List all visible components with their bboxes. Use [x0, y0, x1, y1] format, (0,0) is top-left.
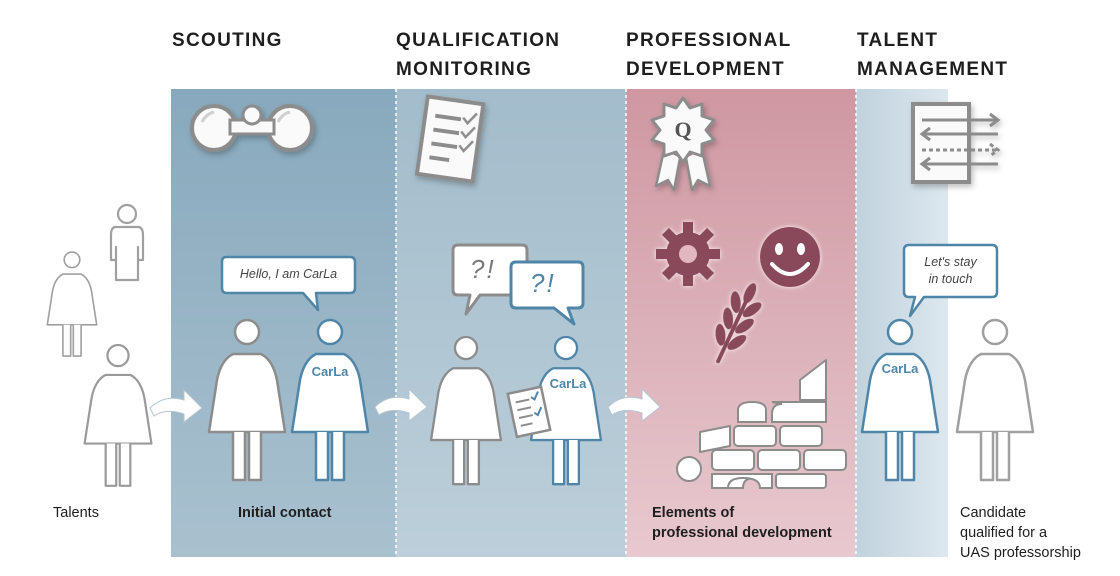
qualified-candidate-figure [955, 318, 1035, 482]
smiley-icon [760, 227, 820, 287]
question-bubble-right [509, 260, 585, 326]
professional-caption: Elements of professional development [652, 505, 832, 541]
talents-caption: Talents [53, 505, 99, 521]
small-checklist-icon [506, 385, 552, 439]
hello-bubble-text: Hello, I am CarLa [239, 267, 338, 281]
talent-figure-man [109, 203, 145, 282]
candidate-caption: Candidate qualified for a UAS professors… [960, 505, 1081, 561]
phase-heading-talent: TALENT MANAGEMENT [857, 30, 1009, 80]
carla-shirt-label: CarLa [311, 364, 349, 379]
stay-bubble-text: Let's stay in touch [924, 255, 977, 286]
carla-shirt-label: CarLa [881, 361, 919, 376]
checklist-icon [414, 94, 486, 184]
question-marks-blue: ?! [530, 268, 556, 298]
gear-icon [656, 222, 720, 286]
scouting-band [171, 89, 396, 557]
phase-heading-qualification: QUALIFICATION MONITORING [396, 30, 561, 80]
phase-heading-professional: PROFESSIONAL DEVELOPMENT [626, 30, 792, 80]
exchange-arrows-icon [911, 102, 1001, 184]
hello-speech-bubble [220, 255, 357, 312]
talent-figure-woman [83, 343, 153, 487]
badge-letter: Q [674, 117, 692, 142]
phase-heading-scouting: SCOUTING [172, 30, 283, 51]
stay-speech-bubble [902, 243, 999, 318]
binoculars-icon [190, 104, 314, 152]
quality-badge-icon [650, 96, 716, 192]
building-blocks-icon [676, 359, 847, 489]
question-bubble-left [451, 243, 529, 316]
talent-figure-small-woman [46, 251, 98, 357]
question-marks-grey: ?! [470, 254, 496, 284]
carla-shirt-label: CarLa [549, 376, 587, 391]
scouting-caption: Initial contact [238, 505, 332, 521]
wheat-icon [715, 283, 762, 364]
